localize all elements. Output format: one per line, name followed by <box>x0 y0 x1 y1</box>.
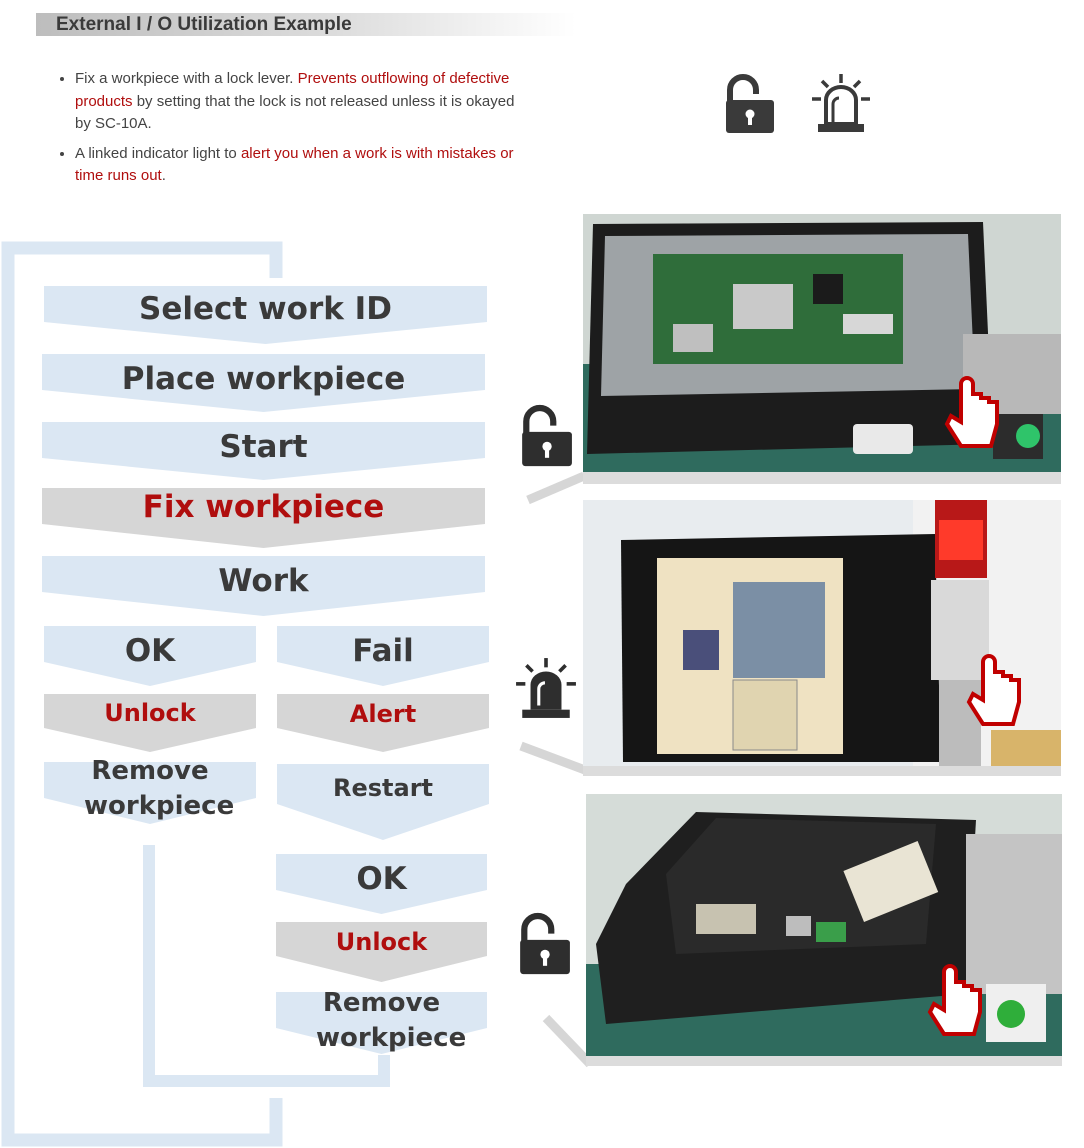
step-label: Fix workpiece <box>142 489 385 525</box>
flow-step-unlock-retry: Unlock <box>276 922 487 982</box>
unlock-icon <box>726 74 774 133</box>
flow-step-fail: Fail <box>277 626 489 686</box>
unlock-icon <box>520 912 570 975</box>
flow-step-unlock: Unlock <box>44 694 256 752</box>
unlock-icon <box>522 404 572 467</box>
step-label: Restart <box>332 774 434 802</box>
photo-illustration <box>583 500 1061 766</box>
flow-step-fix-workpiece: Fix workpiece <box>42 488 485 548</box>
photo-illustration <box>586 794 1062 1056</box>
step-label: Place workpiece <box>121 361 406 397</box>
title-bar <box>36 13 576 36</box>
bullet-highlight: Prevents outflowing of defective product… <box>75 70 510 110</box>
chevron-shape <box>277 626 489 686</box>
chevron-shape <box>277 694 489 752</box>
flow-step-alert: Alert <box>277 694 489 752</box>
bullet-text: . <box>161 167 166 184</box>
step-label: Select work ID <box>139 291 392 327</box>
chevron-shape <box>276 992 487 1054</box>
connector-line <box>526 471 586 505</box>
step-label: OK <box>124 633 176 669</box>
alarm-light-icon <box>516 658 576 718</box>
chevron-shape <box>276 922 487 982</box>
bullet-highlight: alert you when a work is with mistakes o… <box>75 144 514 185</box>
step-label: Start <box>219 429 308 465</box>
chevron-shape <box>44 694 256 752</box>
step-label: Fail <box>352 633 414 669</box>
flow-step-ok: OK <box>44 626 256 686</box>
bullet-text: A linked indicator light to <box>75 144 241 162</box>
connector-line <box>519 741 587 775</box>
flow-step-remove-workpiece: Remove workpiece <box>44 756 256 824</box>
flow-step-place-workpiece: Place workpiece <box>42 354 485 412</box>
chevron-shape <box>277 764 489 840</box>
step-label: Remove workpiece <box>84 756 235 821</box>
flow-step-remove-workpiece-retry: Remove workpiece <box>276 988 487 1054</box>
photo-unlocked-finished <box>586 794 1062 1066</box>
step-label: Unlock <box>335 928 428 956</box>
photo-unlocked-workpiece <box>583 214 1061 484</box>
chevron-shape <box>42 422 485 480</box>
photo-alert-light <box>583 500 1061 776</box>
step-label: OK <box>356 861 407 897</box>
flow-step-start: Start <box>42 422 485 480</box>
step-label: Alert <box>349 700 417 728</box>
chevron-shape <box>42 488 485 548</box>
step-label: Work <box>218 563 309 599</box>
chevron-shape <box>44 626 256 686</box>
chevron-shape <box>42 354 485 412</box>
step-label: Remove workpiece <box>316 988 467 1053</box>
chevron-shape <box>44 762 256 824</box>
bullet-item: Fix a workpiece with a lock lever. Preve… <box>75 68 515 136</box>
flow-step-work: Work <box>42 556 485 616</box>
connector-line <box>542 1014 594 1068</box>
loop-arrow-outer <box>1 241 283 1147</box>
flow-step-restart: Restart <box>277 764 489 840</box>
bullet-text: by setting that the lock is not released… <box>75 92 515 133</box>
bullet-list: Fix a workpiece with a lock lever. Preve… <box>58 68 515 195</box>
page-title: External I / O Utilization Example <box>56 14 352 35</box>
bullet-text: Fix a workpiece with a lock lever. <box>75 70 298 87</box>
alarm-light-icon <box>812 74 870 132</box>
flow-step-ok-retry: OK <box>276 854 487 914</box>
chevron-shape <box>276 854 487 914</box>
bullet-item: A linked indicator light to alert you wh… <box>75 143 515 188</box>
photo-illustration <box>583 214 1061 472</box>
step-label: Unlock <box>104 699 196 727</box>
chevron-shape <box>42 556 485 616</box>
chevron-shape <box>44 286 487 344</box>
flow-step-select-work-id: Select work ID <box>44 286 487 344</box>
loop-arrow-inner <box>143 845 390 1087</box>
